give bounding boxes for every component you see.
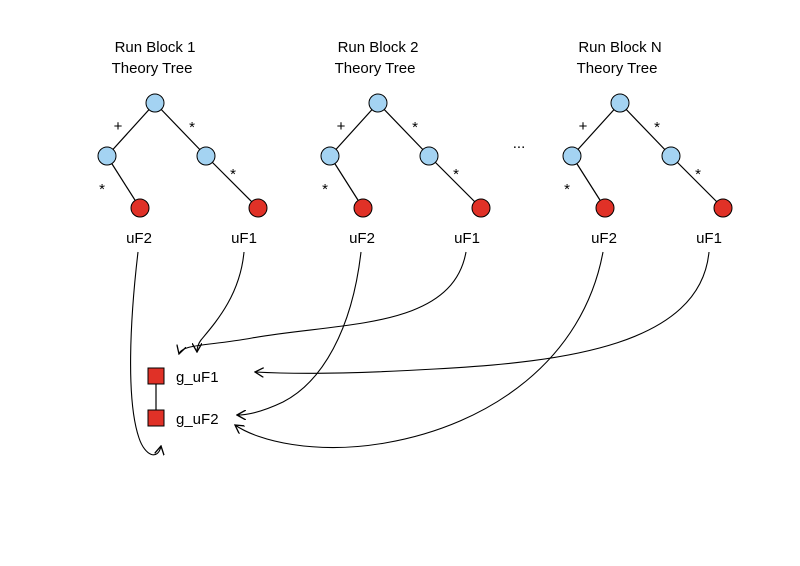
edge-right-to-uf1 [205, 155, 259, 209]
g-uf1-square [147, 367, 165, 385]
blockn-title-line2: Theory Tree [577, 60, 658, 77]
root-node [368, 93, 388, 113]
uf2-label: uF2 [126, 230, 152, 247]
asterisk-operator-label: * [695, 166, 701, 183]
plus-operator-label: + [337, 118, 346, 135]
arrow-block2-uf1-to-g-uf1 [179, 251, 467, 354]
block2-title-line2: Theory Tree [335, 60, 416, 77]
plus-operator-label: + [579, 118, 588, 135]
asterisk-operator-label: * [189, 119, 195, 136]
uf1-leaf-node [713, 198, 733, 218]
gather-group: g_uF1 g_uF2 [147, 367, 219, 428]
uf1-label: uF1 [454, 230, 480, 247]
edge-root-right [154, 102, 207, 157]
block1-title-line1: Run Block 1 [115, 39, 196, 56]
run-block-2-tree: Run Block 2 Theory Tree + * * * uF2 uF1 [320, 39, 491, 247]
g-uf2-label: g_uF2 [176, 411, 219, 428]
uf1-label: uF1 [231, 230, 257, 247]
arrow-blockn-uf1-to-g-uf1 [255, 251, 710, 373]
right-internal-node [419, 146, 439, 166]
edge-right-to-uf1 [428, 155, 482, 209]
left-internal-node [97, 146, 117, 166]
edge-root-right [619, 102, 672, 157]
edge-root-left [329, 102, 379, 157]
uf2-leaf-node [130, 198, 150, 218]
plus-operator-label: + [114, 118, 123, 135]
uf1-leaf-node [471, 198, 491, 218]
run-block-1-tree: Run Block 1 Theory Tree + * * * uF2 uF1 [97, 39, 268, 247]
uf2-leaf-node [353, 198, 373, 218]
block1-title-line2: Theory Tree [112, 60, 193, 77]
asterisk-operator-label: * [654, 119, 660, 136]
uf2-leaf-node [595, 198, 615, 218]
right-internal-node [196, 146, 216, 166]
edge-root-left [106, 102, 156, 157]
asterisk-operator-label: * [99, 181, 105, 198]
asterisk-operator-label: * [453, 166, 459, 183]
run-block-n-tree: Run Block N Theory Tree + * * * uF2 uF1 [562, 39, 733, 247]
uf1-label: uF1 [696, 230, 722, 247]
ellipsis: ... [513, 135, 526, 152]
edge-left-to-uf2 [571, 155, 606, 209]
asterisk-operator-label: * [322, 181, 328, 198]
left-internal-node [320, 146, 340, 166]
uf2-label: uF2 [591, 230, 617, 247]
asterisk-operator-label: * [564, 181, 570, 198]
edge-right-to-uf1 [670, 155, 724, 209]
arrow-blockn-uf2-to-g-uf2 [235, 251, 604, 448]
arrow-block1-uf1-to-g-uf1 [197, 251, 245, 352]
block2-title-line1: Run Block 2 [338, 39, 419, 56]
g-uf1-label: g_uF1 [176, 369, 219, 386]
asterisk-operator-label: * [230, 166, 236, 183]
uf1-leaf-node [248, 198, 268, 218]
edge-left-to-uf2 [106, 155, 141, 209]
right-internal-node [661, 146, 681, 166]
arrow-block1-uf2-to-g-uf2 [130, 251, 161, 455]
edge-root-right [377, 102, 430, 157]
arrow-block2-uf2-to-g-uf2 [237, 251, 362, 415]
left-internal-node [562, 146, 582, 166]
uf2-label: uF2 [349, 230, 375, 247]
blockn-title-line1: Run Block N [578, 39, 661, 56]
edge-root-left [571, 102, 621, 157]
asterisk-operator-label: * [412, 119, 418, 136]
g-uf2-square [147, 409, 165, 427]
root-node [610, 93, 630, 113]
root-node [145, 93, 165, 113]
edge-left-to-uf2 [329, 155, 364, 209]
